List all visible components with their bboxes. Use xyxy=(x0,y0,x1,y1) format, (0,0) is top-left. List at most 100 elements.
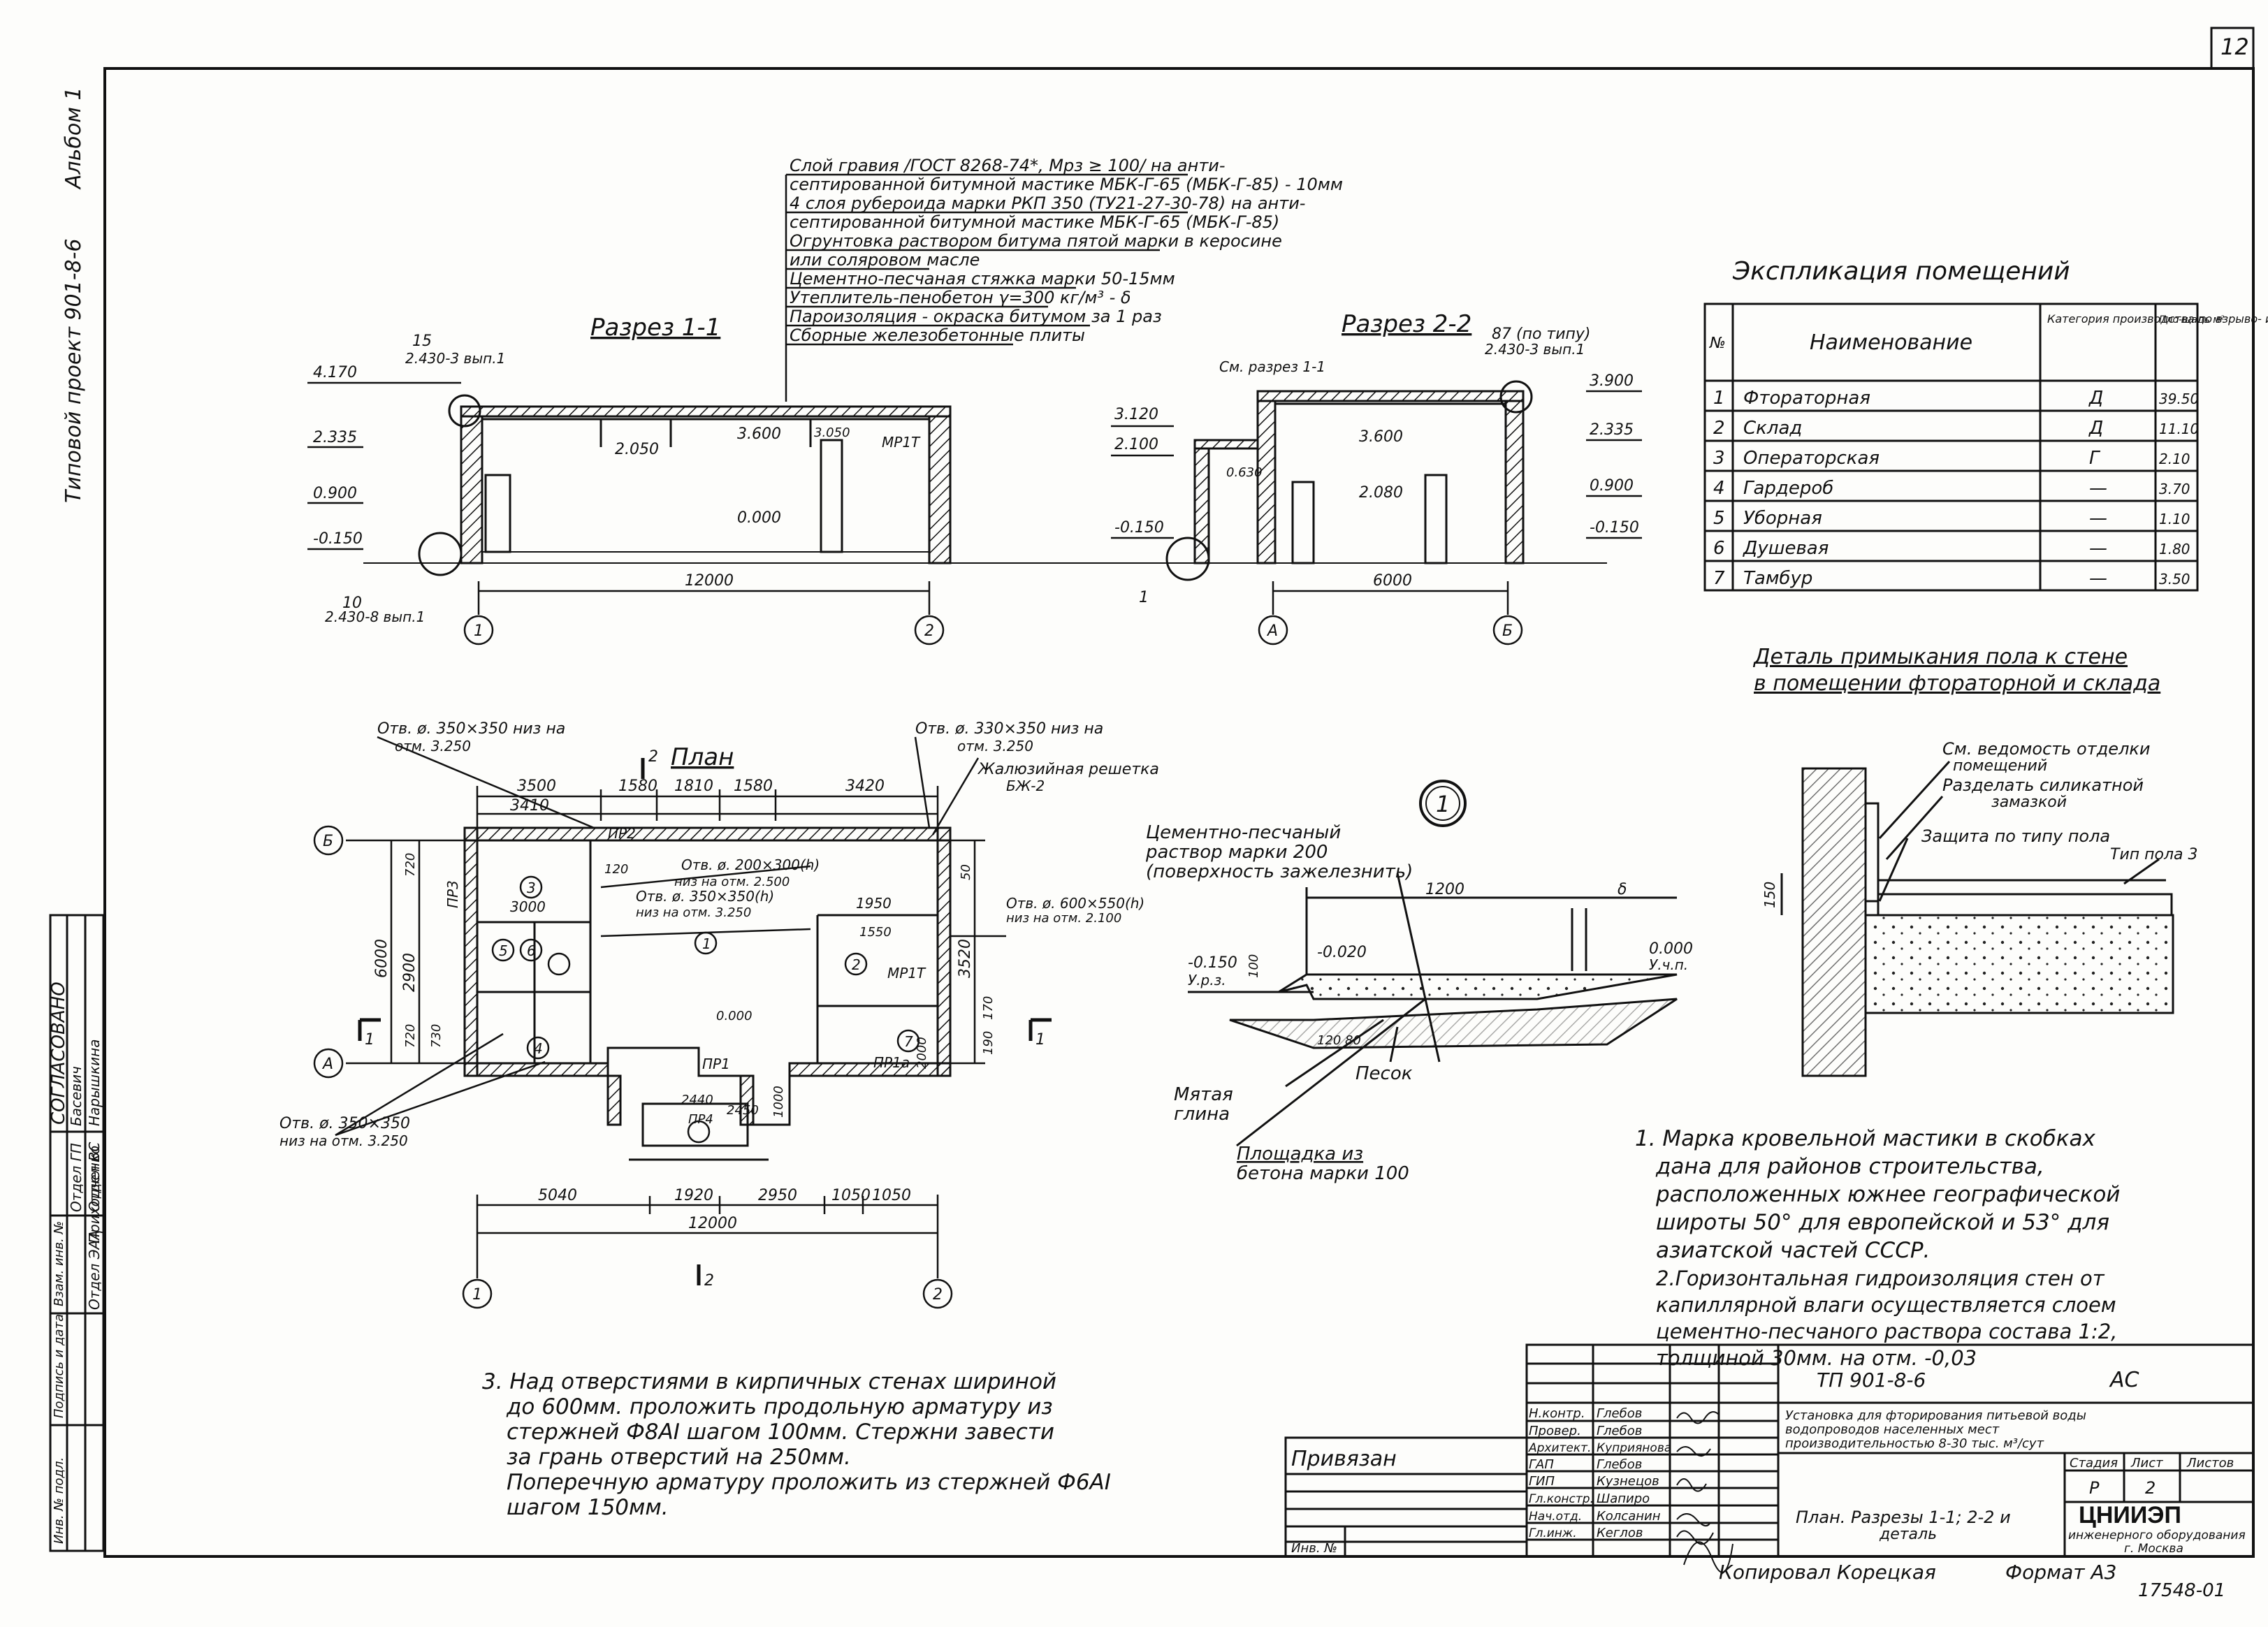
drawing-label: Отв. ø. 350×350(h) xyxy=(636,888,774,905)
plan-title: План xyxy=(671,743,734,771)
drawing-label: Пароизоляция - окраска битумом за 1 раз xyxy=(790,307,1162,326)
drawing-label: Защита по типу пола xyxy=(1921,826,2110,846)
drawing-label: 3.70 xyxy=(2159,481,2190,497)
drawing-label: 6 xyxy=(1713,538,1725,559)
drawing-label: Огрунтовка раствором битума пятой марки … xyxy=(790,231,1282,251)
drawing-label: — xyxy=(2089,478,2107,499)
drawing-label: капиллярной влаги осуществляется слоем xyxy=(1656,1293,2116,1317)
drawing-label: деталь xyxy=(1879,1526,1937,1543)
drawing-label: 3000 xyxy=(510,898,546,915)
explication-table: Экспликация помещений № Наименование Кат… xyxy=(1703,257,2268,592)
drawing-label: Установка для фторирования питьевой воды xyxy=(1785,1408,2086,1423)
drawing-label: 120 xyxy=(604,862,628,877)
drawing-label: раствор марки 200 xyxy=(1145,842,1328,863)
approval-inv-label: Инв. № подл. xyxy=(52,1457,66,1544)
drawing-label: в помещении фтораторной и склада xyxy=(1754,671,2160,696)
drawing-label: 150 xyxy=(1761,882,1778,908)
drawing-label: водопроводов населенных мест xyxy=(1785,1422,2000,1437)
notes-right: 1. Марка кровельной мастики в скобках да… xyxy=(1635,1126,2120,1370)
drawing-label: У.ч.п. xyxy=(1649,956,1688,973)
drawing-label: 5 xyxy=(499,942,508,959)
drawing-label: Шапиро xyxy=(1597,1491,1650,1506)
drawing-label: — xyxy=(2089,538,2107,559)
drawing-label: Категория производства по взрыво- и пожа… xyxy=(2047,312,2268,326)
drawing-label: Листов xyxy=(2186,1456,2234,1471)
drawing-label: Б xyxy=(323,833,333,850)
archive-code: 17548-01 xyxy=(2138,1580,2225,1601)
approval-strip xyxy=(49,914,105,1552)
drawing-label: 2950 xyxy=(758,1187,797,1204)
drawing-label: широты 50° для европейской и 53° для xyxy=(1656,1210,2109,1235)
drawing-label: δ xyxy=(1618,881,1627,898)
drawing-label: 2 xyxy=(2145,1478,2156,1498)
drawing-label: 3.50 xyxy=(2159,571,2190,588)
drawing-label: -0.150 xyxy=(1114,519,1164,537)
drawing-label: Р xyxy=(2089,1478,2100,1498)
drawing-label: 0.000 xyxy=(1649,940,1693,958)
drawing-label: 1580 xyxy=(734,778,773,795)
drawing-label: 2 xyxy=(704,1272,714,1290)
drawing-label: низ на отм. 3.250 xyxy=(636,905,751,920)
drawing-label: 50 xyxy=(959,864,973,880)
signature-marks xyxy=(1676,1411,1733,1573)
drawing-label: А xyxy=(321,1056,333,1073)
explication-title: Экспликация помещений xyxy=(1732,257,2070,286)
drawing-label: ПР1а xyxy=(873,1054,910,1071)
drawing-label: Песок xyxy=(1355,1063,1413,1084)
drawing-label: азиатской частей СССР. xyxy=(1656,1238,1930,1263)
drawing-label: 2.080 xyxy=(1359,484,1403,502)
approval-dept-3: Отдел ЭАА xyxy=(86,1230,103,1310)
drawing-label: Гардероб xyxy=(1743,478,1833,499)
drawing-label: 2.430-3 вып.1 xyxy=(1485,341,1585,358)
side-project-label: Типовой проект 901-8-6 xyxy=(61,238,86,503)
drawing-label: 1580 xyxy=(618,778,657,795)
drawing-label: 2.430-3 вып.1 xyxy=(405,350,505,367)
drawing-label: — xyxy=(2089,568,2107,589)
drawing-label: 0.630 xyxy=(1226,465,1263,480)
drawing-label: 87 (по типу) xyxy=(1492,326,1591,343)
drawing-label: бетона марки 100 xyxy=(1237,1163,1409,1184)
drawing-label: Тип пола 3 xyxy=(2110,846,2198,863)
drawing-label: низ на отм. 2.100 xyxy=(1006,911,1121,926)
drawing-label: Г xyxy=(2089,448,2101,469)
drawing-label: ТП 901-8-6 xyxy=(1817,1369,1926,1392)
drawing-label: План. Разрезы 1-1; 2-2 и xyxy=(1796,1508,2011,1527)
drawing-label: Н.контр. xyxy=(1529,1406,1585,1421)
approval-name-3: Приходченко xyxy=(86,1146,103,1243)
drawing-label: БЖ-2 xyxy=(1006,778,1045,794)
drawing-label: 2 xyxy=(852,956,861,973)
drawing-label: Тамбур xyxy=(1743,568,1812,589)
drawing-label: Нач.отд. xyxy=(1529,1510,1582,1524)
drawing-label: № xyxy=(1709,335,1726,352)
drawing-label: 2440 xyxy=(681,1093,713,1107)
drawing-label: 1000 xyxy=(771,1086,786,1118)
drawing-label: 1 xyxy=(365,1031,375,1049)
drawing-label: 3420 xyxy=(845,778,885,795)
section-1-1: Разрез 1-1 4.170 2 xyxy=(307,314,1090,645)
drawing-label: Отв. ø. 350×350 xyxy=(279,1115,410,1132)
drawing-label: 1050 xyxy=(831,1187,871,1204)
drawing-label: Склад xyxy=(1743,418,1802,439)
approval-replace-label: Взам. инв. № xyxy=(52,1221,66,1306)
section-2-2-title: Разрез 2-2 xyxy=(1342,310,1471,338)
drawing-label: МР1Т xyxy=(887,965,926,982)
drawing-label: Кеглов xyxy=(1597,1526,1643,1540)
drawing-label: 120 xyxy=(1317,1033,1341,1048)
approval-title: СОГЛАСОВАНО xyxy=(48,982,69,1125)
drawing-label: 2.335 xyxy=(1590,421,1634,439)
approval-dept-1: Отдел ГП xyxy=(68,1143,85,1212)
drawing-label: 1950 xyxy=(856,895,892,912)
drawing-label: 7 xyxy=(1713,568,1725,589)
drawing-label: Глебов xyxy=(1597,1406,1642,1421)
drawing-label: ЦНИИЭП xyxy=(2079,1502,2181,1528)
drawing-label: У.р.з. xyxy=(1188,972,1226,988)
drawing-label: 5040 xyxy=(538,1187,577,1204)
drawing-label: Операторская xyxy=(1743,448,1880,469)
drawing-label: 4 слоя рубероида марки РКП 350 (ТУ21-27-… xyxy=(790,194,1305,213)
drawing-label: Площадка из xyxy=(1237,1144,1363,1165)
drawing-label: 2000 xyxy=(915,1037,929,1069)
drawing-label: Лист xyxy=(2130,1456,2163,1471)
drawing-label: 6 xyxy=(527,942,536,959)
drawing-label: 2.335 xyxy=(313,429,357,446)
drawing-label: 1. Марка кровельной мастики в скобках xyxy=(1635,1126,2096,1151)
